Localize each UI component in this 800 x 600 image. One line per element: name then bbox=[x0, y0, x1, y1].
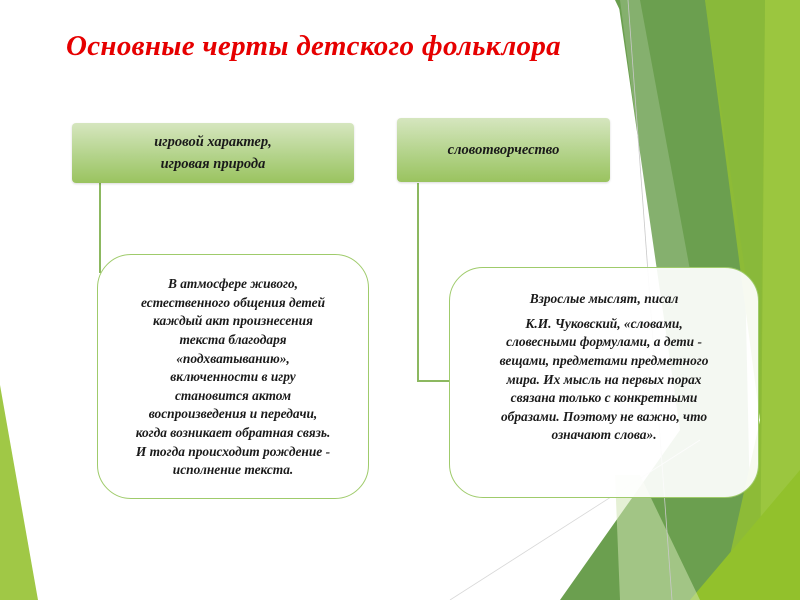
content-text-line: когда возникает обратная связь. bbox=[135, 424, 331, 440]
content-text-line: мира. Их мысль на первых порах bbox=[506, 371, 702, 387]
header-text-line: словотворчество bbox=[447, 142, 560, 158]
content-text-line: К.И. Чуковский, «словами, bbox=[525, 315, 683, 331]
content-text-line: естественного общения детей bbox=[140, 294, 326, 310]
slide-title: Основные черты детского фольклора bbox=[66, 30, 561, 62]
content-text-line: исполнение текста. bbox=[172, 462, 294, 478]
header-text-line: игровая природа bbox=[160, 156, 266, 172]
pale-overlay-shape-2 bbox=[615, 475, 700, 600]
content-box-word-creation: Взрослые мыслят, писал К.И. Чуковский, «… bbox=[449, 267, 759, 498]
bottom-green-triangle-shape bbox=[690, 470, 800, 600]
header-box-game-character: игровой характер, игровая природа bbox=[72, 123, 354, 183]
bright-green-strip-shape bbox=[760, 0, 800, 600]
content-text-line: В атмосфере живого, bbox=[167, 276, 299, 292]
content-text-line: Взрослые мыслят, писал bbox=[529, 291, 679, 307]
content-text-line: образами. Поэтому не важно, что bbox=[500, 408, 708, 424]
header-box-word-creation: словотворчество bbox=[397, 118, 610, 182]
content-text-line: «подхватыванию», bbox=[176, 350, 290, 366]
connector-line-right-horizontal bbox=[417, 380, 450, 382]
content-text-line: словесными формулами, а дети - bbox=[506, 334, 702, 350]
content-text-line: И тогда происходит рождение - bbox=[135, 443, 331, 459]
content-text-line: текста благодаря bbox=[179, 332, 287, 348]
content-text-line: становится актом bbox=[174, 387, 292, 403]
content-text-line: связана только с конкретными bbox=[510, 390, 698, 406]
content-box-game-character: В атмосфере живого, естественного общени… bbox=[97, 254, 369, 499]
connector-line-left bbox=[99, 183, 101, 273]
pale-overlay-shape bbox=[620, 0, 690, 270]
content-text-line: включенности в игру bbox=[170, 369, 296, 385]
content-text-line: каждый акт произнесения bbox=[153, 313, 313, 329]
content-text-line: вещами, предметами предметного bbox=[499, 352, 709, 368]
content-text-line: воспроизведения и передачи, bbox=[148, 406, 318, 422]
left-green-triangle-shape bbox=[0, 385, 38, 600]
header-text-line: игровой характер, bbox=[154, 134, 272, 150]
connector-line-right-vertical bbox=[417, 183, 419, 381]
content-text-line: означают слова». bbox=[551, 427, 657, 443]
